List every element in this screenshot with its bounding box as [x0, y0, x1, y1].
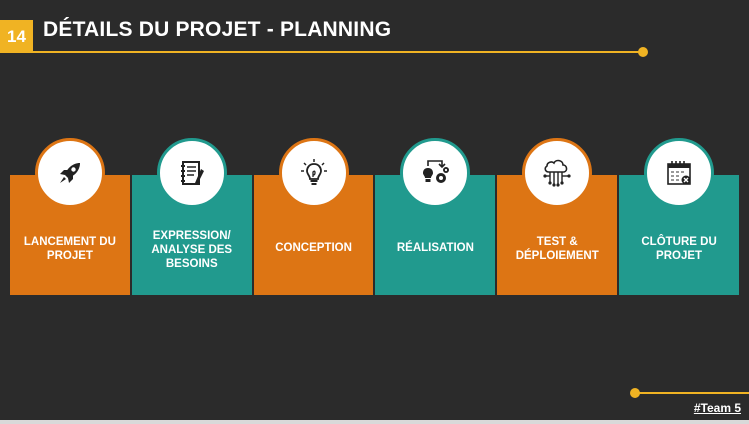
step-icon-circle	[644, 138, 715, 208]
step-icon-circle	[400, 138, 471, 208]
step-label: EXPRESSION/ ANALYSE DES BESOINS	[151, 230, 233, 270]
bottom-strip	[0, 420, 749, 424]
team-tag: #Team 5	[693, 401, 741, 415]
step-icon-circle	[522, 138, 593, 208]
footer-line-dot	[630, 388, 640, 398]
idea-gears-icon	[418, 156, 452, 190]
step-test-deploiement: TEST & DÉPLOIEMENT	[497, 138, 618, 295]
step-label: CONCEPTION	[275, 242, 352, 254]
step-label: LANCEMENT DU PROJET	[23, 236, 116, 262]
step-label: TEST & DÉPLOIEMENT	[515, 236, 599, 262]
step-conception: CONCEPTION	[253, 138, 374, 295]
step-label: RÉALISATION	[396, 242, 474, 254]
rocket-icon	[54, 157, 86, 189]
slide-number-badge: 14	[0, 20, 33, 53]
step-label: CLÔTURE DU PROJET	[641, 236, 717, 262]
planning-steps: LANCEMENT DU PROJET	[10, 138, 739, 295]
page-title: DÉTAILS DU PROJET - PLANNING	[43, 18, 392, 41]
notepad-icon	[176, 157, 208, 189]
step-expression: EXPRESSION/ ANALYSE DES BESOINS	[131, 138, 252, 295]
step-icon-circle	[34, 138, 105, 208]
step-realisation: RÉALISATION	[375, 138, 496, 295]
title-underline	[33, 51, 642, 53]
step-icon-circle	[156, 138, 227, 208]
lightbulb-icon	[298, 157, 330, 189]
calendar-close-icon	[663, 157, 695, 189]
cloud-network-icon	[540, 156, 574, 190]
step-cloture: CLÔTURE DU PROJET	[619, 138, 739, 295]
title-underline-dot	[638, 47, 648, 57]
step-lancement: LANCEMENT DU PROJET	[10, 138, 130, 295]
footer-line	[636, 392, 749, 394]
step-icon-circle	[278, 138, 349, 208]
